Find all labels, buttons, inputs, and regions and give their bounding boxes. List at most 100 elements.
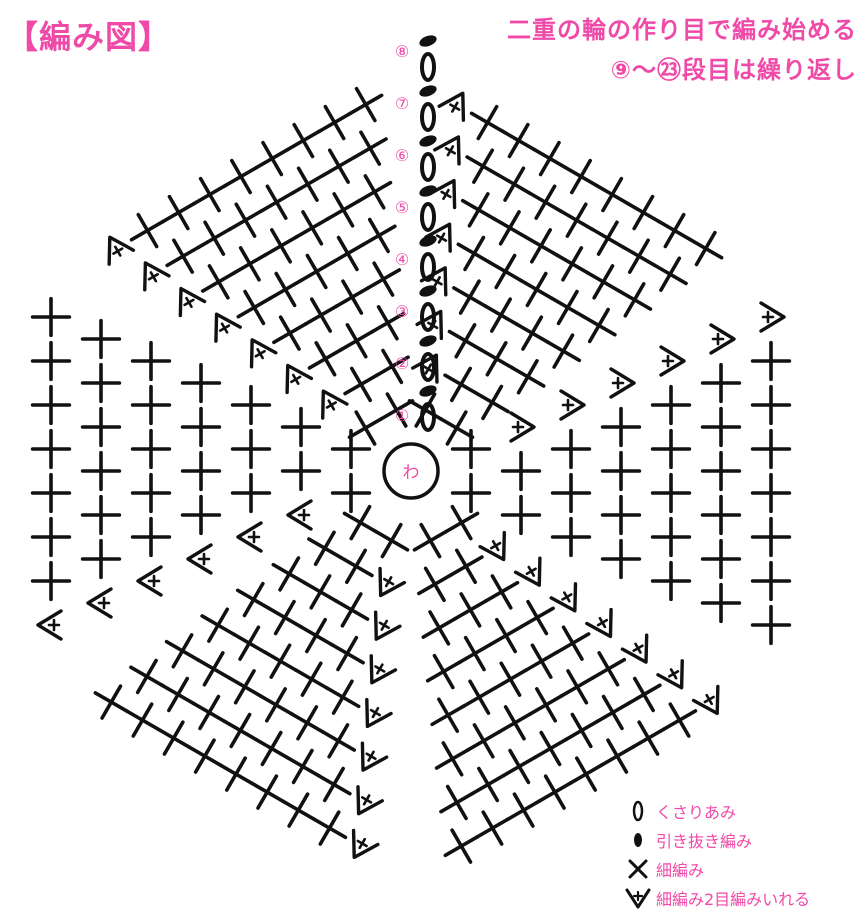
single-crochet-stitch [233,431,270,468]
increase-stitch [204,307,240,341]
single-crochet-stitch [753,431,790,468]
single-crochet-stitch [583,310,615,342]
single-crochet-stitch [530,689,562,721]
increase-stitch [98,230,134,264]
single-crochet-stitch [287,125,319,157]
single-crochet-stitch [561,671,593,703]
single-crochet-stitch [441,787,473,819]
slip-stitch [418,333,438,349]
chain-stitch [422,204,434,230]
single-crochet-stitch [570,758,602,790]
single-crochet-stitch [300,620,332,652]
single-crochet-stitch [229,671,261,703]
single-crochet-stitch [332,238,364,270]
single-crochet-stitch [33,563,70,600]
single-crochet-stitch [261,186,293,218]
single-crochet-stitch [256,143,288,175]
increase-stitch [311,384,347,418]
single-crochet-stitch [468,725,500,757]
slip-stitch [418,83,438,99]
legend-label-chain: くさりあみ [656,799,736,823]
single-crochet-stitch [269,274,301,306]
increase-stitch [133,256,169,290]
single-crochet-stitch [690,233,722,265]
single-crochet-stitch [472,107,504,139]
chain-stitch [422,54,434,80]
single-crochet-stitch [592,653,624,685]
increase-stitch [551,584,587,618]
single-crochet-stitch [472,769,504,801]
single-crochet-stitch [627,197,659,229]
single-crochet-icon [625,856,651,882]
single-crochet-stitch [561,204,593,236]
single-crochet-stitch [202,609,234,641]
single-crochet-stitch [283,453,320,490]
single-crochet-stitch [95,686,127,718]
single-crochet-stitch [83,321,120,358]
round-label-layer: ①②③④⑤⑥⑦⑧ [395,42,409,425]
single-crochet-stitch [233,475,270,512]
single-crochet-stitch [490,620,522,652]
single-crochet-stitch [565,161,597,193]
increase-stitch [694,686,730,720]
single-crochet-stitch [485,299,517,331]
increase-stitch [342,830,378,864]
slip-stitch-icon [628,827,648,853]
single-crochet-stitch [453,431,490,468]
single-crochet-stitch [453,475,490,512]
single-crochet-stitch [703,409,740,446]
single-crochet-stitch [503,751,535,783]
single-crochet-stitch [282,794,314,826]
legend-item-chain: くさりあみ [620,796,860,825]
single-crochet-stitch [33,343,70,380]
single-crochet-stitch [553,519,590,556]
single-crochet-stitch [304,576,336,608]
single-crochet-stitch [203,266,235,298]
single-crochet-stitch [251,776,283,808]
single-crochet-stitch [309,343,341,375]
single-crochet-stitch [363,220,395,252]
legend-item-sc: 細編み [620,854,860,883]
single-crochet-stitch [552,292,584,324]
single-crochet-stitch [445,368,477,400]
round-label: ⑤ [395,198,409,217]
single-crochet-stitch [494,212,526,244]
single-crochet-stitch [132,215,164,247]
single-crochet-stitch [133,387,170,424]
single-crochet-stitch [301,256,333,288]
legend-label-sc: 細編み [656,857,704,881]
increase-stitch [369,569,405,603]
single-crochet-stitch [359,176,391,208]
single-crochet-stitch [703,541,740,578]
single-crochet-stitch [653,519,690,556]
single-crochet-stitch [183,365,220,402]
increase-stitch [622,635,658,669]
single-crochet-stitch [512,361,544,393]
increase-stitch [138,567,161,595]
single-crochet-stitch [414,525,446,557]
single-crochet-stitch [553,431,590,468]
single-crochet-stitch [463,681,495,713]
single-crochet-stitch [463,194,495,226]
increase-stitch [364,612,400,646]
single-crochet-stitch [503,125,535,157]
single-crochet-stitch [498,168,530,200]
single-crochet-stitch [265,230,297,262]
single-crochet-stitch [623,240,655,272]
single-crochet-stitch [659,215,691,247]
single-crochet-stitch [33,387,70,424]
single-crochet-stitch [556,248,588,280]
single-crochet-stitch [467,150,499,182]
single-crochet-stitch [603,453,640,490]
single-crochet-stitch [753,475,790,512]
increase-stitch [38,611,61,639]
single-crochet-stitch [314,812,346,844]
single-crochet-stitch [33,475,70,512]
single-crochet-stitch [703,585,740,622]
increase-stitch [439,86,475,120]
single-crochet-stitch [331,638,363,670]
single-crochet-stitch [336,594,368,626]
single-crochet-stitch [529,186,561,218]
single-crochet-stitch [459,638,491,670]
